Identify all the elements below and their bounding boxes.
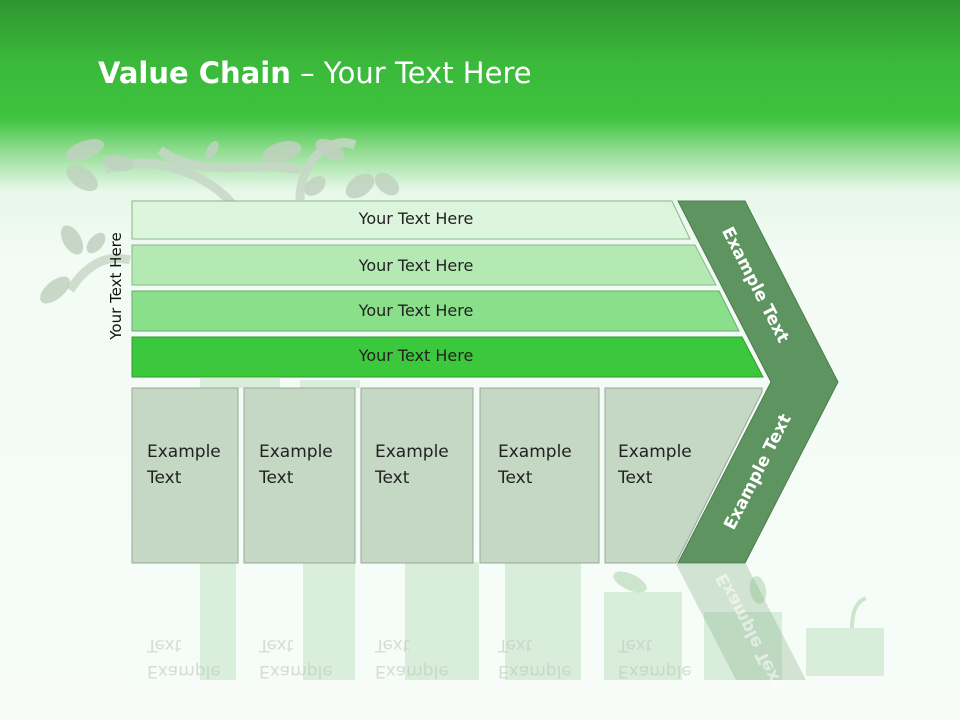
box-1-label: Example Text (147, 439, 247, 491)
page-title: Value Chain – Your Text Here (98, 56, 532, 90)
box-3-line2: Text (375, 468, 410, 488)
box-5-reflection-line2: Text (618, 635, 653, 655)
box-3-reflection: Example Text (375, 632, 449, 684)
bar-3 (131, 290, 740, 332)
chevron-arrow (677, 200, 839, 564)
box-2-line2: Text (259, 468, 294, 488)
box-1-line1: Example (147, 442, 221, 462)
bar-2 (131, 244, 717, 286)
leaf-decoration (40, 138, 400, 304)
bar-4 (131, 336, 764, 378)
bar-1 (131, 200, 691, 240)
reflection-bars (200, 378, 884, 680)
title-bold: Value Chain (98, 56, 291, 90)
box-3-reflection-line1: Example (375, 661, 449, 681)
box-4-reflection-line2: Text (498, 635, 533, 655)
bar-4-label: Your Text Here (358, 346, 474, 365)
box-1-line2: Text (147, 468, 182, 488)
bar-3-label: Your Text Here (358, 301, 474, 320)
box-3-reflection-line2: Text (375, 635, 410, 655)
box-5-reflection-line1: Example (618, 661, 692, 681)
box-5-reflection: Example Text (618, 632, 692, 684)
box-5-label: Example Text (618, 439, 718, 491)
box-2-line1: Example (259, 442, 333, 462)
box-3-label: Example Text (375, 439, 475, 491)
box-4-line2: Text (498, 468, 533, 488)
box-2-reflection: Example Text (259, 632, 333, 684)
box-3-line1: Example (375, 442, 449, 462)
box-3 (360, 387, 474, 564)
box-4-reflection-line1: Example (498, 661, 572, 681)
box-1-reflection-line1: Example (147, 661, 221, 681)
box-4-line1: Example (498, 442, 572, 462)
box-4-reflection: Example Text (498, 632, 572, 684)
reflection-leaf-decoration (613, 571, 867, 629)
box-2-reflection-line2: Text (259, 635, 294, 655)
bar-1-label: Your Text Here (358, 209, 474, 228)
bar-2-label: Your Text Here (358, 256, 474, 275)
box-5 (604, 387, 763, 564)
box-4 (479, 387, 600, 564)
chevron-reflection (676, 564, 806, 680)
box-1 (131, 387, 239, 564)
box-2 (243, 387, 356, 564)
box-5-line1: Example (618, 442, 692, 462)
box-4-label: Example Text (498, 439, 598, 491)
title-rest: – Your Text Here (290, 56, 532, 90)
box-5-line2: Text (618, 468, 653, 488)
box-2-label: Example Text (259, 439, 359, 491)
box-1-reflection-line2: Text (147, 635, 182, 655)
box-1-reflection: Example Text (147, 632, 221, 684)
box-2-reflection-line1: Example (259, 661, 333, 681)
